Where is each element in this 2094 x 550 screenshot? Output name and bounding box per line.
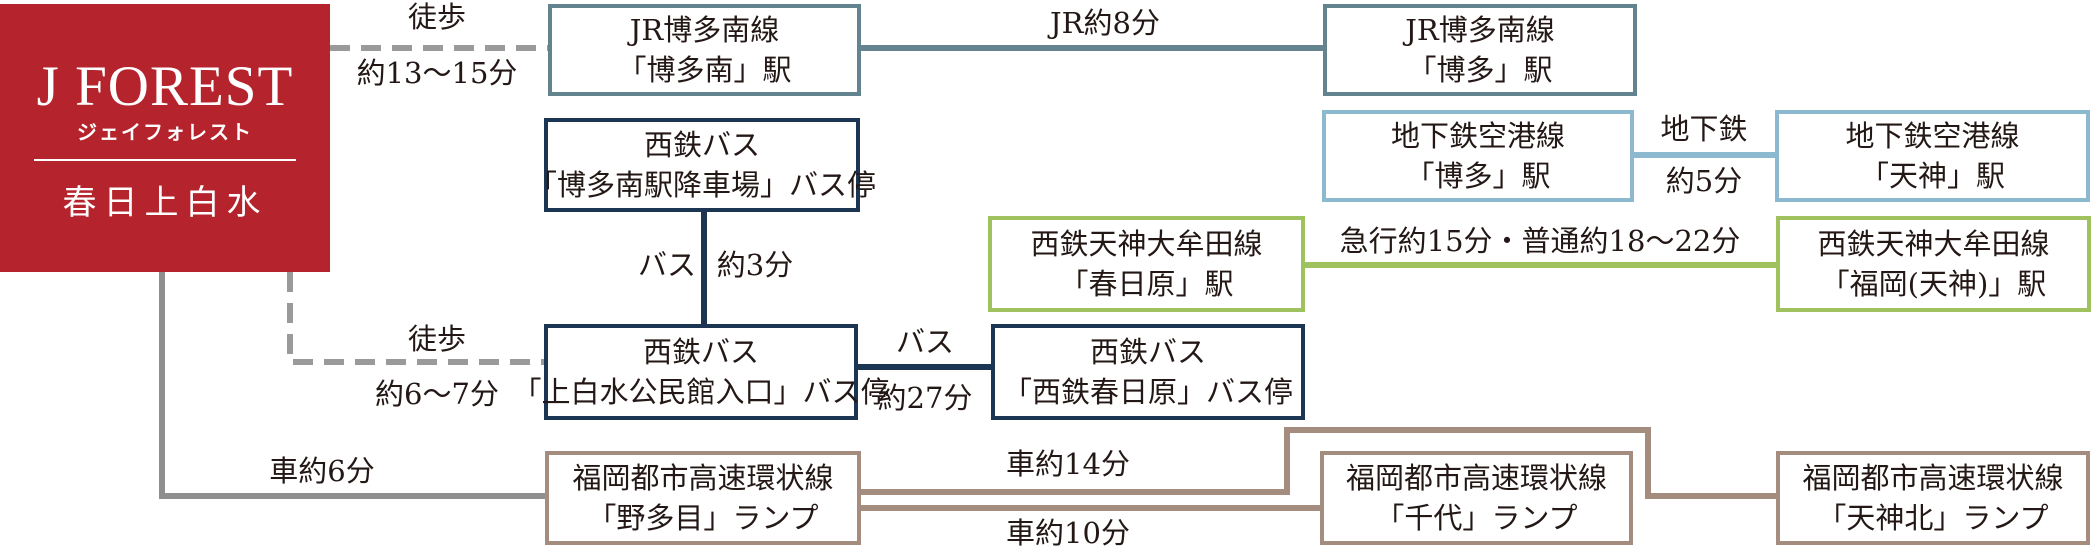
brand-divider bbox=[34, 159, 296, 161]
node-line: 西鉄バス bbox=[1089, 335, 1206, 369]
node-nishitetsu-kasugabaru: 西鉄天神大牟田線 「春日原」駅 bbox=[988, 216, 1305, 312]
node-line: 福岡都市高速環状線 bbox=[1802, 461, 2064, 495]
node-line: 西鉄バス bbox=[643, 128, 760, 162]
node-ramp-chiyo: 福岡都市高速環状線 「千代」ランプ bbox=[1320, 451, 1633, 545]
node-ramp-nodame: 福岡都市高速環状線 「野多目」ランプ bbox=[545, 451, 861, 545]
label-nishitetsu-time: 急行約15分・普通約18〜22分 bbox=[1339, 224, 1741, 258]
node-bus-kasugabaru: 西鉄バス 「西鉄春日原」バス停 bbox=[991, 324, 1305, 420]
jforest-logo-kana: ジェイフォレスト bbox=[77, 120, 253, 144]
node-station: 「福岡(天神)」駅 bbox=[1820, 267, 2047, 301]
node-station: 「博多」駅 bbox=[1407, 53, 1553, 87]
node-station: 「博多」駅 bbox=[1405, 159, 1551, 193]
node-line: 西鉄天神大牟田線 bbox=[1030, 227, 1263, 261]
label-subway-time: 約5分 bbox=[1665, 164, 1743, 198]
label-walk-mode-bottom: 徒歩 bbox=[407, 322, 467, 356]
walk-line-bus bbox=[287, 272, 548, 365]
node-station: 「春日原」駅 bbox=[1059, 267, 1234, 301]
label-bus-transfer-mode: バス bbox=[637, 248, 697, 282]
car-line-nodame bbox=[159, 272, 545, 499]
node-station: 「野多目」ランプ bbox=[587, 501, 819, 535]
label-walk-time-top: 約13〜15分 bbox=[356, 56, 518, 90]
label-car-tenjinkita: 車約14分 bbox=[1006, 447, 1130, 481]
label-bus-kasuga-mode: バス bbox=[895, 325, 955, 359]
expressway-line-tenjinkita bbox=[861, 427, 1776, 499]
node-line: 福岡都市高速環状線 bbox=[572, 461, 834, 495]
node-station: 「博多南」駅 bbox=[617, 53, 792, 87]
node-ramp-tenjinkita: 福岡都市高速環状線 「天神北」ランプ bbox=[1776, 451, 2090, 545]
jforest-brand-block: J FOREST ジェイフォレスト 春日上白水 bbox=[0, 4, 330, 272]
node-line: 地下鉄空港線 bbox=[1845, 119, 2020, 153]
node-jr-hakata: JR博多南線 「博多」駅 bbox=[1323, 4, 1637, 96]
node-line: 地下鉄空港線 bbox=[1390, 119, 1565, 153]
node-bus-hakataminami: 西鉄バス 「博多南駅降車場」バス停 bbox=[528, 118, 876, 212]
label-car-chiyo: 車約10分 bbox=[1006, 516, 1130, 550]
label-walk-mode-top: 徒歩 bbox=[407, 0, 467, 34]
node-subway-tenjin: 地下鉄空港線 「天神」駅 bbox=[1775, 110, 2090, 202]
node-station: 「博多南駅降車場」バス停 bbox=[528, 168, 877, 202]
node-line: 西鉄バス bbox=[642, 335, 759, 369]
node-station: 「西鉄春日原」バス停 bbox=[1002, 375, 1293, 409]
node-nishitetsu-fukuoka: 西鉄天神大牟田線 「福岡(天神)」駅 bbox=[1776, 216, 2091, 312]
node-station: 「天神」駅 bbox=[1859, 159, 2005, 193]
label-subway-mode: 地下鉄 bbox=[1660, 112, 1748, 146]
brand-place-name: 春日上白水 bbox=[62, 183, 268, 223]
node-line: JR博多南線 bbox=[1405, 13, 1555, 47]
node-line: JR博多南線 bbox=[629, 13, 780, 47]
node-station: 「千代」ランプ bbox=[1375, 501, 1578, 535]
node-bus-kamishiramizu: 西鉄バス 「上白水公民館入口」バス停 bbox=[513, 324, 890, 420]
node-line: 福岡都市高速環状線 bbox=[1345, 461, 1607, 495]
jforest-logo: J FOREST bbox=[36, 55, 294, 118]
node-jr-hakataminami: JR博多南線 「博多南」駅 bbox=[548, 4, 861, 96]
label-walk-time-bottom: 約6〜7分 bbox=[375, 377, 499, 411]
label-bus-kasuga-time: 約27分 bbox=[877, 381, 973, 415]
label-car-nodame: 車約6分 bbox=[269, 454, 375, 488]
node-subway-hakata: 地下鉄空港線 「博多」駅 bbox=[1322, 110, 1634, 202]
label-bus-transfer-time: 約3分 bbox=[716, 248, 794, 282]
node-line: 西鉄天神大牟田線 bbox=[1817, 227, 2050, 261]
node-station: 「天神北」ランプ bbox=[1817, 501, 2049, 535]
label-jr-time: JR約8分 bbox=[1050, 6, 1160, 40]
node-station: 「上白水公民館入口」バス停 bbox=[512, 375, 890, 409]
